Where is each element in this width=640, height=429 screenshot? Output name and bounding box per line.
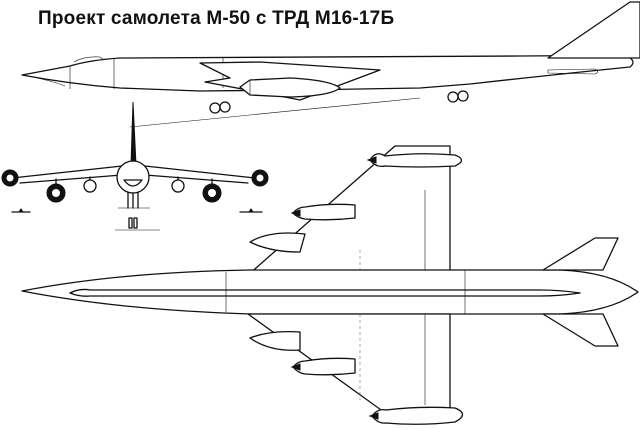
front-view [1, 101, 269, 231]
side-view [21, 1, 640, 128]
top-view [21, 145, 639, 425]
drawing-title: Проект самолета М-50 с ТРД М16-17Б [38, 8, 395, 29]
